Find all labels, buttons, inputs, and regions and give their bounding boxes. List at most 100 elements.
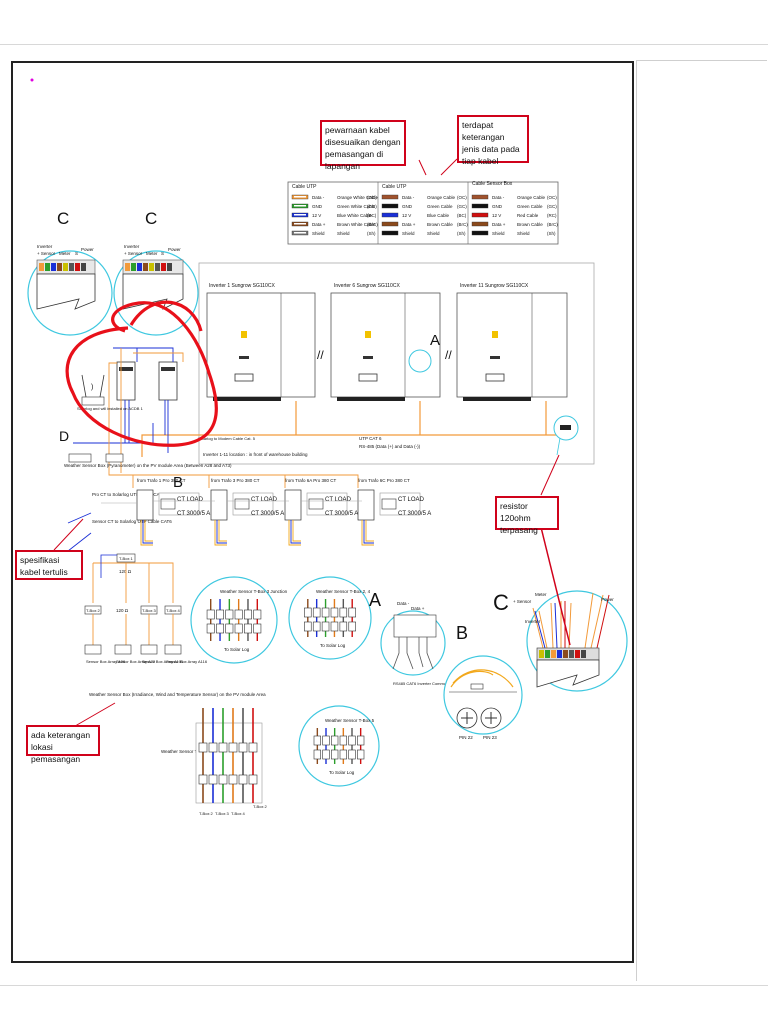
- legend-swatch: [381, 230, 399, 236]
- svg-text:T-Box 3: T-Box 3: [142, 608, 157, 613]
- ct-meter: [284, 489, 302, 521]
- sensor-box: [114, 644, 132, 655]
- legend-cell: (Sh): [547, 231, 556, 236]
- break-1: //: [317, 348, 324, 362]
- ct-source-label: from Trafo 6A Pro 380 CT: [285, 478, 337, 483]
- legend-cell: Data -: [492, 195, 505, 200]
- sensor-box-label: Sensor Box Array A116: [166, 659, 208, 664]
- letter-b-top: B: [173, 474, 183, 491]
- svg-text:T-Box 2: T-Box 2: [253, 804, 268, 809]
- legend-cell: Data -: [402, 195, 415, 200]
- sensor-box: [140, 644, 158, 655]
- svg-text:120 Ω: 120 Ω: [116, 608, 129, 613]
- svg-text:Inverter: Inverter: [124, 244, 140, 249]
- leader-3: [540, 454, 560, 496]
- terminal-detail-c: + Sensor Meter Power Inverter: [513, 510, 628, 692]
- rs485-bus: [141, 401, 558, 457]
- legend-cell: Shield: [402, 231, 415, 236]
- svg-text:To Solar Log: To Solar Log: [224, 647, 250, 652]
- legend-cell: Brown Cable: [517, 222, 543, 227]
- ct-source-label: from Trafo 3 Pro 380 CT: [211, 478, 260, 483]
- ct-ratio-label: CT 3000/5 A: [325, 511, 358, 517]
- svg-text:Power: Power: [168, 247, 181, 252]
- sensor-box: [84, 644, 102, 655]
- legend-cell: (GC): [367, 204, 377, 209]
- legend-col3-title: Cable Sensor Box: [472, 181, 513, 187]
- svg-text:T-Box 3: T-Box 3: [215, 811, 230, 816]
- cable-legend: Cable UTP Cable UTP Cable Sensor Box Dat…: [287, 181, 559, 245]
- tbox-network: T-Box 1 120 Ω T-Box 2 120 Ω T-Box 3 T-Bo…: [84, 553, 266, 697]
- legend-cell: (Sh): [367, 231, 376, 236]
- legend-cell: Orange Cable: [517, 195, 546, 200]
- rs485-label: RS-485 (Data (+) and Data (-)): [359, 444, 421, 449]
- ct-meter: [210, 489, 228, 521]
- solarlog-area: ) Solarlog and will installed on ACDB 1 …: [73, 347, 256, 473]
- inverter-6: Inverter 6 Sungrow SG110CX: [330, 283, 441, 401]
- legend-cell: Blue White Cable: [337, 213, 372, 218]
- svg-text:Inverter: Inverter: [37, 244, 53, 249]
- utp-label: UTP CAT 6: [359, 436, 382, 441]
- svg-text:Power: Power: [601, 597, 614, 602]
- legend-cell: 12 V: [492, 213, 501, 218]
- letter-c-2: C: [145, 209, 157, 228]
- note-data-type: terdapat keterangan jenis data pada tiap…: [457, 115, 529, 166]
- ct-load-label: CT LOAD: [398, 497, 425, 503]
- legend-cell: (RC): [547, 213, 557, 218]
- leader-2: [440, 158, 458, 176]
- letter-d: D: [59, 428, 69, 444]
- legend-cell: Red Cable: [517, 213, 539, 218]
- svg-text:T-Box 2: T-Box 2: [86, 608, 101, 613]
- red-highlight-circle: [65, 300, 218, 447]
- svg-text:Meter: Meter: [59, 251, 71, 256]
- legend-cell: Orange Cable: [427, 195, 456, 200]
- svg-text:T-Box 2: T-Box 2: [199, 811, 214, 816]
- legend-cell: (BrC): [547, 222, 558, 227]
- legend-col1-title: Cable UTP: [292, 184, 317, 190]
- letter-a-bottom: A: [369, 590, 381, 610]
- legend-cell: 12 V: [402, 213, 411, 218]
- drawing-sheet: Cable UTP Cable UTP Cable Sensor Box Dat…: [11, 61, 634, 963]
- svg-text:Weather Sensor T-Box 5: Weather Sensor T-Box 5: [325, 718, 375, 723]
- svg-text:Inverter: Inverter: [525, 619, 541, 624]
- pin-detail: PIN 22 PIN 23: [443, 655, 523, 740]
- rs485-detail: Data - Data + RS485 CAT6 Inverter Commun…: [380, 601, 460, 686]
- legend-cell: Shield: [427, 231, 440, 236]
- svg-text:PIN 23: PIN 23: [483, 735, 497, 740]
- legend-swatch: [471, 203, 489, 209]
- ct-load-label: CT LOAD: [325, 497, 352, 503]
- letter-b-bottom: B: [456, 623, 468, 643]
- ct-ratio-label: CT 3000/5 A: [251, 511, 284, 517]
- legend-cell: Brown White Cable: [337, 222, 376, 227]
- inverter-11-label: Inverter 11 Sungrow SG110CX: [460, 283, 529, 289]
- svg-text:Meter: Meter: [146, 251, 158, 256]
- svg-text:T-Box 4: T-Box 4: [166, 608, 181, 613]
- inverter-1-label: Inverter 1 Sungrow SG110CX: [209, 283, 275, 289]
- svg-text:Data +: Data +: [411, 606, 425, 611]
- legend-swatch: [471, 230, 489, 236]
- legend-swatch: [471, 212, 489, 218]
- legend-cell: Brown Cable: [427, 222, 453, 227]
- svg-text:S: S: [161, 251, 164, 256]
- svg-text:T-Box 1: T-Box 1: [119, 556, 134, 561]
- ct-source-label: from Trafo 6C Pro 380 CT: [358, 478, 410, 483]
- legend-cell: (BrC): [457, 222, 468, 227]
- legend-cell: GND: [312, 204, 323, 209]
- note-cable-color: pewarnaan kabel disesuaikan dengan pemas…: [320, 120, 406, 171]
- ct-feed-line: [108, 473, 359, 488]
- ct-load-label: CT LOAD: [177, 497, 204, 503]
- ct-ratio-label: CT 3000/5 A: [398, 511, 431, 517]
- legend-cell: (BC): [367, 213, 377, 218]
- junction-tbox5: Weather Sensor T-Box 5 To Solar Log: [298, 705, 380, 787]
- legend-cell: GND: [492, 204, 503, 209]
- legend-swatch: [471, 194, 489, 200]
- svg-text:): ): [91, 384, 93, 391]
- ct-source-label: from Trafo 1 Pro 380 CT: [137, 478, 186, 483]
- legend-cell: Green Cable: [517, 204, 543, 209]
- svg-text:+ Sensor: + Sensor: [513, 599, 532, 604]
- sensor-box: [164, 644, 182, 655]
- inverter-6-label: Inverter 6 Sungrow SG110CX: [334, 283, 400, 289]
- legend-cell: Orange White Cable: [337, 195, 378, 200]
- svg-text:To Solar Log: To Solar Log: [329, 770, 355, 775]
